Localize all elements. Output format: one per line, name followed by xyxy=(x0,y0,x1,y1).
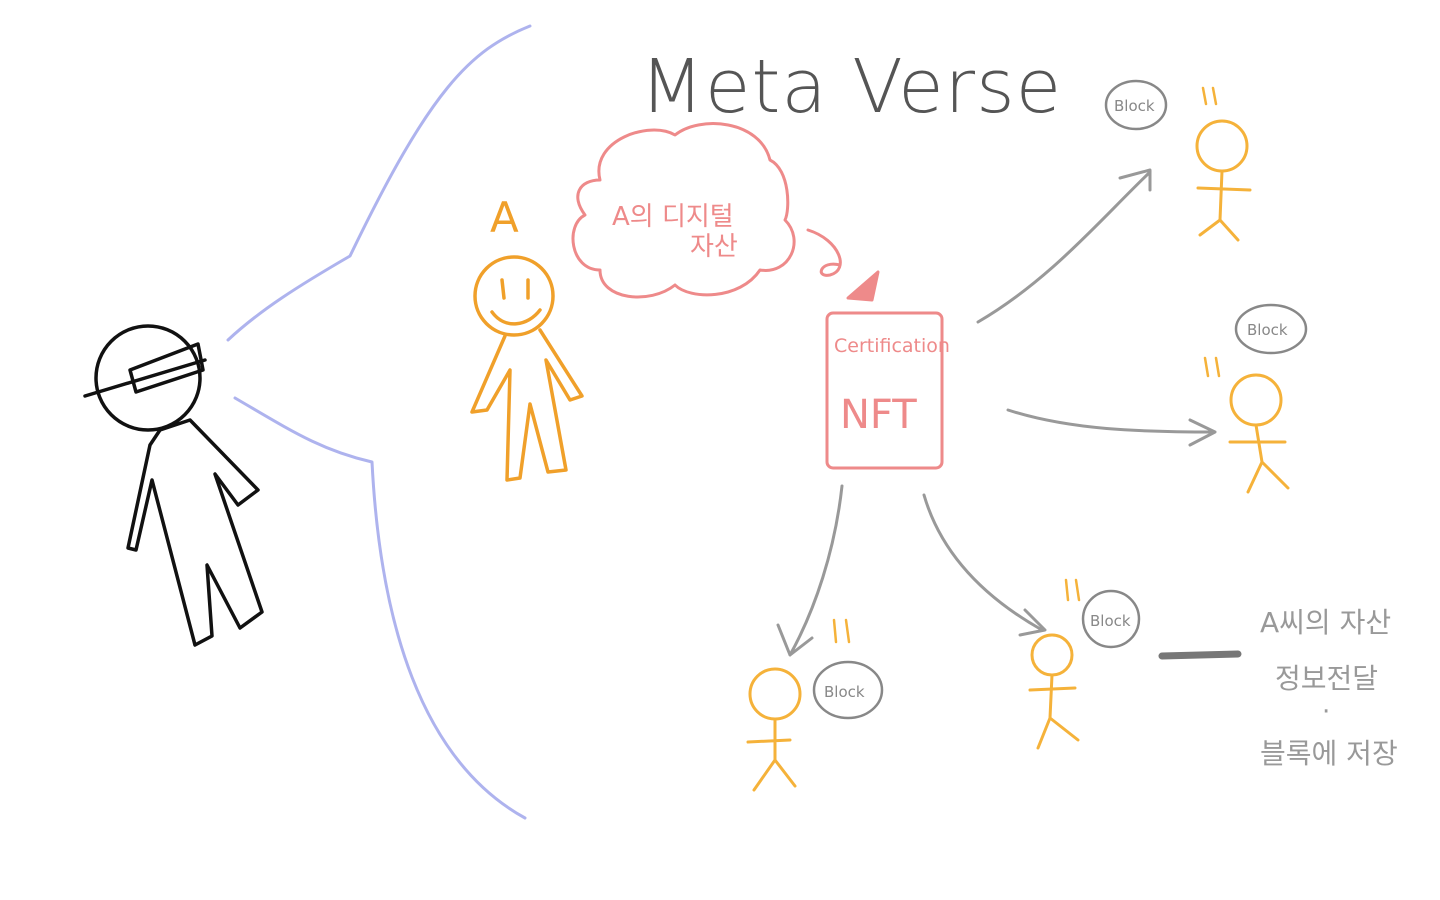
cloud-text-line1: A의 디지털 xyxy=(612,202,734,232)
block-label: Block xyxy=(1114,97,1155,115)
block-badge xyxy=(1081,589,1141,649)
note-line1: A씨의 자산 xyxy=(1260,606,1391,639)
vr-user-body xyxy=(126,418,264,647)
diagram-title: Meta Verse xyxy=(640,44,1062,130)
note-line2: 정보전달 xyxy=(1275,662,1378,695)
block-badge xyxy=(1104,79,1168,131)
blockchain-node-lower-right: Block xyxy=(1028,578,1141,750)
node-marks xyxy=(1064,578,1081,602)
portal-lower-line xyxy=(233,396,527,820)
node-body xyxy=(1028,673,1080,750)
avatar-a-body xyxy=(470,328,584,482)
avatar-a-figure xyxy=(470,255,584,482)
metaverse-portal-lines xyxy=(226,24,532,820)
portal-upper-line xyxy=(226,24,532,342)
node-body xyxy=(746,717,797,792)
vr-headset-icon xyxy=(83,342,207,398)
block-label: Block xyxy=(1247,321,1288,339)
block-badge xyxy=(1234,303,1308,355)
cloud-arrow-head xyxy=(846,270,880,302)
node-body xyxy=(1196,169,1252,242)
node-head xyxy=(1195,119,1249,173)
arrow-to-top-node xyxy=(976,168,1152,324)
block-label: Block xyxy=(824,683,865,701)
node-head xyxy=(1030,633,1074,677)
vr-user-head xyxy=(94,324,202,432)
certificate-main-label: NFT xyxy=(840,392,917,438)
note-bullet: · xyxy=(1322,697,1330,727)
node-marks xyxy=(1203,356,1221,378)
block-badge xyxy=(812,660,884,720)
arrow-to-right-node xyxy=(1006,408,1217,447)
avatar-label: A xyxy=(490,193,519,242)
cloud-outline xyxy=(571,122,796,299)
note-connector xyxy=(1158,650,1242,660)
avatar-a-head xyxy=(473,255,555,337)
block-label: Block xyxy=(1090,612,1131,630)
node-head xyxy=(1229,373,1283,427)
arrow-to-lower-right-node xyxy=(922,493,1047,637)
blockchain-node-bottom: Block xyxy=(746,618,884,792)
blockchain-node-top-right: Block xyxy=(1104,79,1252,242)
cloud-to-nft-arrow xyxy=(806,228,880,302)
arrow-to-bottom-node xyxy=(776,484,844,657)
node-marks xyxy=(832,618,851,644)
distribution-arrows xyxy=(776,168,1217,657)
avatar-a-face xyxy=(490,278,542,326)
note-line3: 블록에 저장 xyxy=(1260,737,1398,770)
digital-asset-cloud xyxy=(571,122,796,299)
cloud-text-line2: 자산 xyxy=(690,232,738,262)
certificate-top-label: Certification xyxy=(834,335,950,357)
node-body xyxy=(1228,423,1290,494)
blockchain-node-right: Block xyxy=(1203,303,1308,494)
nft-certificate xyxy=(825,311,944,470)
node-marks xyxy=(1201,86,1218,106)
vr-user-figure xyxy=(83,324,264,647)
node-head xyxy=(748,667,802,721)
